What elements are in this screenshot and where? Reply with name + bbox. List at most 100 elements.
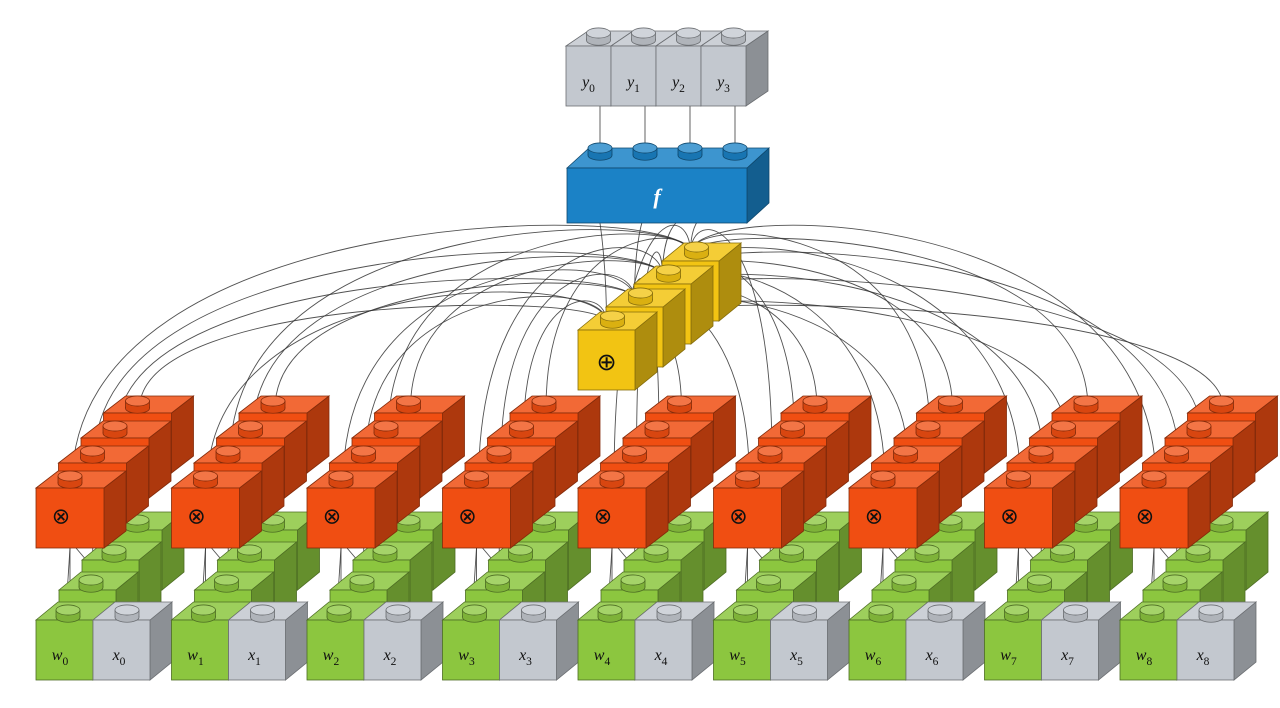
stud-top (1141, 470, 1167, 482)
subscript: 1 (634, 83, 640, 95)
stud-top (1164, 445, 1189, 457)
stud (372, 544, 398, 563)
connection-wire (478, 247, 663, 485)
stud-top (396, 395, 421, 407)
activation-block: f (565, 142, 771, 224)
variable-letter: w (865, 647, 876, 664)
stud (1198, 604, 1224, 623)
stud-top (125, 395, 150, 407)
stud (351, 445, 376, 464)
stud-top (250, 604, 275, 616)
input-label: x1 (247, 647, 261, 668)
multiply-symbol: ⊗ (323, 505, 341, 530)
stud-top (891, 574, 917, 586)
stud (1050, 544, 1075, 563)
cube-front-face (1119, 487, 1189, 549)
weight-label: w1 (187, 647, 204, 668)
stud (349, 574, 375, 593)
stud (684, 241, 709, 260)
variable-letter: x (925, 647, 933, 664)
stud-top (462, 604, 487, 616)
stud (1141, 470, 1167, 489)
input-label: x0 (112, 647, 126, 668)
stud-top (372, 544, 398, 556)
subscript: 1 (198, 656, 204, 668)
input-cube: x5 (769, 601, 851, 681)
stud (1028, 445, 1054, 464)
subscript: 2 (391, 656, 397, 668)
stud (1164, 445, 1189, 464)
stud-top (600, 310, 625, 322)
stud-top (915, 420, 941, 432)
subscript: 7 (1011, 656, 1017, 668)
multiply-symbol: ⊗ (865, 505, 883, 530)
stud (914, 544, 940, 563)
stud-top (1050, 544, 1075, 556)
stud (102, 420, 128, 439)
input-cube: x6 (904, 601, 987, 681)
stud (780, 420, 805, 439)
stud-top (1027, 574, 1052, 586)
weight-cube (1029, 541, 1111, 621)
variable-letter: w (458, 647, 469, 664)
stud-top (586, 27, 611, 39)
input-label: x5 (789, 647, 803, 668)
stud (1051, 420, 1076, 439)
stud-top (114, 604, 140, 616)
variable-letter: x (1196, 647, 1204, 664)
stud (722, 142, 748, 161)
stud (114, 604, 140, 623)
connection-wire (523, 300, 607, 435)
stud-top (893, 445, 918, 457)
stud-top (656, 604, 682, 616)
multiply-symbol: ⊗ (1136, 505, 1154, 530)
stud-top (599, 470, 625, 482)
stud (521, 604, 546, 623)
variable-letter: y (670, 74, 680, 91)
stud (124, 514, 150, 533)
subscript: 0 (62, 656, 68, 668)
cube-front-face (566, 167, 748, 224)
stud (757, 445, 783, 464)
cube-front-face (228, 619, 286, 681)
stud (656, 604, 682, 623)
subscript: 1 (255, 656, 261, 668)
stud (586, 27, 611, 46)
stud-top (870, 470, 896, 482)
connection-wire (252, 255, 663, 435)
stud (193, 470, 218, 489)
connection-wire (690, 237, 1089, 410)
stud (531, 395, 557, 414)
weight-label: w0 (52, 647, 69, 668)
multiply-symbol: ⊗ (458, 505, 476, 530)
cube-front-face (1041, 619, 1099, 681)
cube-front-face (306, 487, 376, 549)
stud-top (721, 27, 746, 39)
stud-top (1051, 420, 1076, 432)
variable-letter: x (518, 647, 526, 664)
stud (237, 544, 262, 563)
cube-front-face (770, 619, 828, 681)
product-cube (34, 470, 128, 549)
cube-front-face (713, 619, 771, 681)
cube-front-face (610, 45, 657, 107)
input-cube: x0 (91, 601, 174, 681)
stud (385, 604, 411, 623)
cube-front-face (634, 619, 693, 681)
stud (1073, 395, 1099, 414)
stud-top (667, 395, 692, 407)
variable-letter: x (247, 647, 255, 664)
stud (677, 142, 703, 161)
stud-top (55, 604, 81, 616)
activation-cube (565, 147, 771, 224)
stud-top (643, 544, 669, 556)
stud (676, 27, 701, 46)
stud-top (260, 395, 286, 407)
stud (597, 604, 623, 623)
